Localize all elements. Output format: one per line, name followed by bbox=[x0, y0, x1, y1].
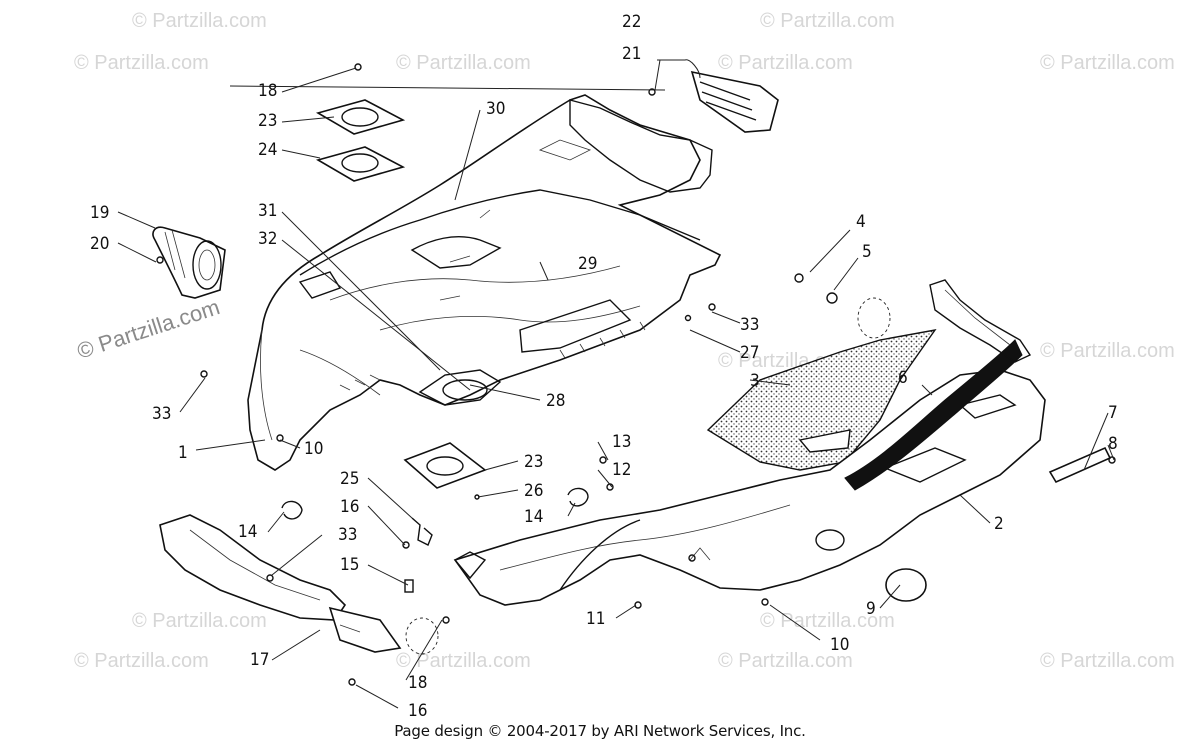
callout-8: 8 bbox=[1108, 434, 1118, 454]
callout-33: 33 bbox=[152, 404, 172, 424]
callout-19: 19 bbox=[90, 203, 110, 223]
lower-chassis bbox=[453, 369, 1046, 606]
callout-24: 24 bbox=[258, 140, 278, 160]
upper-body-panel bbox=[247, 94, 722, 471]
watermark: © Partzilla.com bbox=[1040, 650, 1175, 672]
callout-22: 22 bbox=[622, 12, 642, 32]
callout-12: 12 bbox=[612, 460, 632, 480]
callout-23: 23 bbox=[258, 111, 278, 131]
watermark: © Partzilla.com bbox=[718, 650, 853, 672]
plug-cap bbox=[885, 568, 927, 602]
intake-boot bbox=[152, 226, 226, 299]
callout-18: 18 bbox=[258, 81, 278, 101]
leader-lines bbox=[117, 59, 1115, 709]
callout-30: 30 bbox=[486, 99, 506, 119]
callout-27: 27 bbox=[740, 343, 760, 363]
callout-14: 14 bbox=[524, 507, 544, 527]
callout-25: 25 bbox=[340, 469, 360, 489]
callout-18: 18 bbox=[408, 673, 428, 693]
callout-3: 3 bbox=[750, 371, 760, 391]
callout-5: 5 bbox=[862, 242, 872, 262]
bracket bbox=[411, 517, 433, 546]
watermark: © Partzilla.com bbox=[396, 52, 531, 74]
callout-31: 31 bbox=[258, 201, 278, 221]
callout-17: 17 bbox=[250, 650, 270, 670]
callout-33: 33 bbox=[338, 525, 358, 545]
callout-26: 26 bbox=[524, 481, 544, 501]
callout-2: 2 bbox=[994, 514, 1004, 534]
watermark: © Partzilla.com bbox=[1040, 340, 1175, 362]
callout-9: 9 bbox=[866, 599, 876, 619]
callout-7: 7 bbox=[1108, 403, 1118, 423]
callout-20: 20 bbox=[90, 234, 110, 254]
watermark: © Partzilla.com bbox=[760, 10, 895, 32]
side-rail-trim bbox=[844, 279, 1032, 491]
front-bumper bbox=[159, 514, 402, 653]
watermark: © Partzilla.com bbox=[74, 650, 209, 672]
callout-13: 13 bbox=[612, 432, 632, 452]
callout-4: 4 bbox=[856, 212, 866, 232]
callout-6: 6 bbox=[898, 368, 908, 388]
watermark: © Partzilla.com bbox=[1040, 52, 1175, 74]
callout-15: 15 bbox=[340, 555, 360, 575]
callout-16: 16 bbox=[408, 701, 428, 721]
watermark: © Partzilla.com bbox=[132, 10, 267, 32]
watermark: © Partzilla.com bbox=[74, 52, 209, 74]
callout-28: 28 bbox=[546, 391, 566, 411]
watermark: © Partzilla.com bbox=[132, 610, 267, 632]
callout-33: 33 bbox=[740, 315, 760, 335]
callout-11: 11 bbox=[586, 609, 606, 629]
callout-10: 10 bbox=[304, 439, 324, 459]
gasket-lower bbox=[403, 442, 487, 489]
watermark: © Partzilla.com bbox=[760, 610, 895, 632]
callout-32: 32 bbox=[258, 229, 278, 249]
gasket-upper bbox=[315, 63, 406, 182]
callout-14: 14 bbox=[238, 522, 258, 542]
callout-10: 10 bbox=[830, 635, 850, 655]
callout-21: 21 bbox=[622, 44, 642, 64]
callout-1: 1 bbox=[178, 443, 188, 463]
decal-strip bbox=[1048, 446, 1116, 484]
callout-29: 29 bbox=[578, 254, 598, 274]
callout-16: 16 bbox=[340, 497, 360, 517]
copyright-footer: Page design © 2004-2017 by ARI Network S… bbox=[394, 722, 806, 740]
watermark: © Partzilla.com bbox=[396, 650, 531, 672]
vent-grille bbox=[648, 70, 779, 133]
watermark: © Partzilla.com bbox=[718, 52, 853, 74]
belly-pan bbox=[706, 329, 937, 471]
callout-23: 23 bbox=[524, 452, 544, 472]
